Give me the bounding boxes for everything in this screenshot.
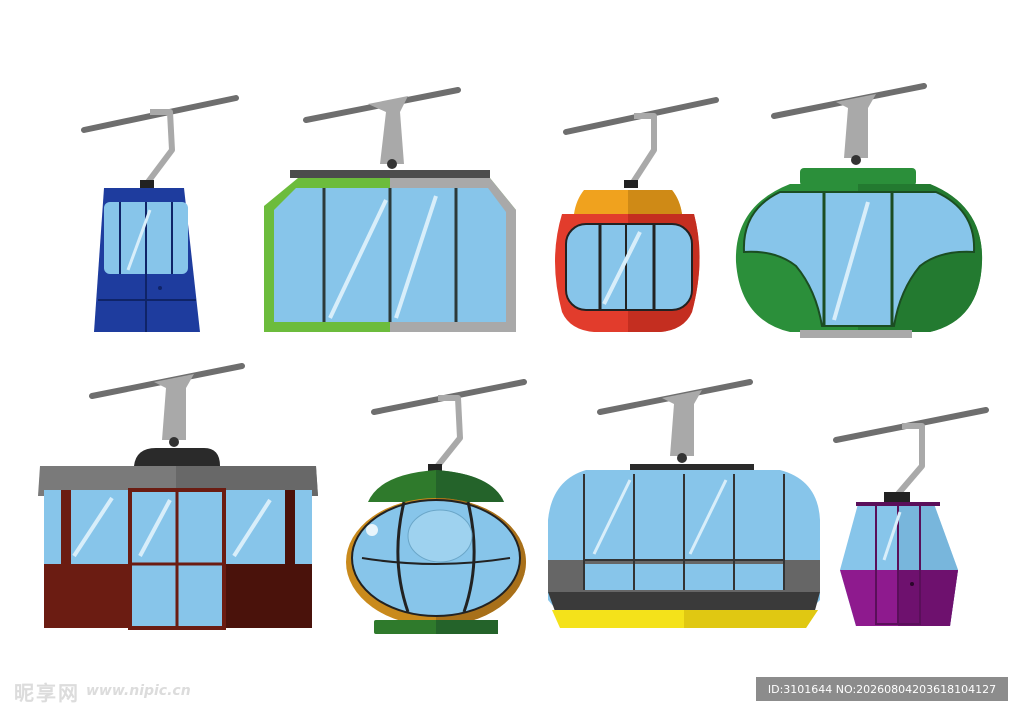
gondola-blue-small: [81, 95, 239, 332]
watermark-id-badge: ID:3101644 NO:20260804203618104127: [756, 677, 1008, 701]
cabin-roof: [800, 168, 916, 186]
hanger-arm: [145, 109, 175, 184]
hanger-arm: [662, 390, 702, 456]
roof-strip: [630, 464, 754, 472]
gondola-round-olive: [346, 379, 527, 634]
gondola-green-rounded: [735, 83, 983, 338]
watermark-site-name: 昵享网: [14, 680, 80, 705]
hanger-arm: [368, 96, 408, 164]
hanger-clamp: [140, 180, 154, 189]
gondola-red-orange: [555, 97, 719, 332]
hanger-arm: [433, 395, 463, 470]
hanger-arm: [836, 94, 876, 158]
gondola-yellow-base: [548, 379, 820, 628]
gondola-purple-small: [833, 407, 989, 626]
roof-cap: [134, 448, 220, 466]
hanger-arm: [629, 113, 657, 186]
watermark-site-logo: 昵享网 www.nipic.cn: [14, 676, 191, 706]
hanger-arm: [154, 374, 194, 440]
gondola-brown-grey-roof: [38, 363, 318, 630]
watermark-id-text: ID:3101644 NO:20260804203618104127: [767, 682, 997, 696]
roof-strip: [290, 170, 490, 178]
watermark-url: www.nipic.cn: [86, 683, 191, 699]
cabin-base: [548, 592, 820, 614]
hanger-arm: [895, 423, 925, 496]
cabin-window: [565, 223, 693, 311]
gondola-green-outlined-wide: [264, 87, 516, 332]
cabin-window: [742, 191, 976, 327]
